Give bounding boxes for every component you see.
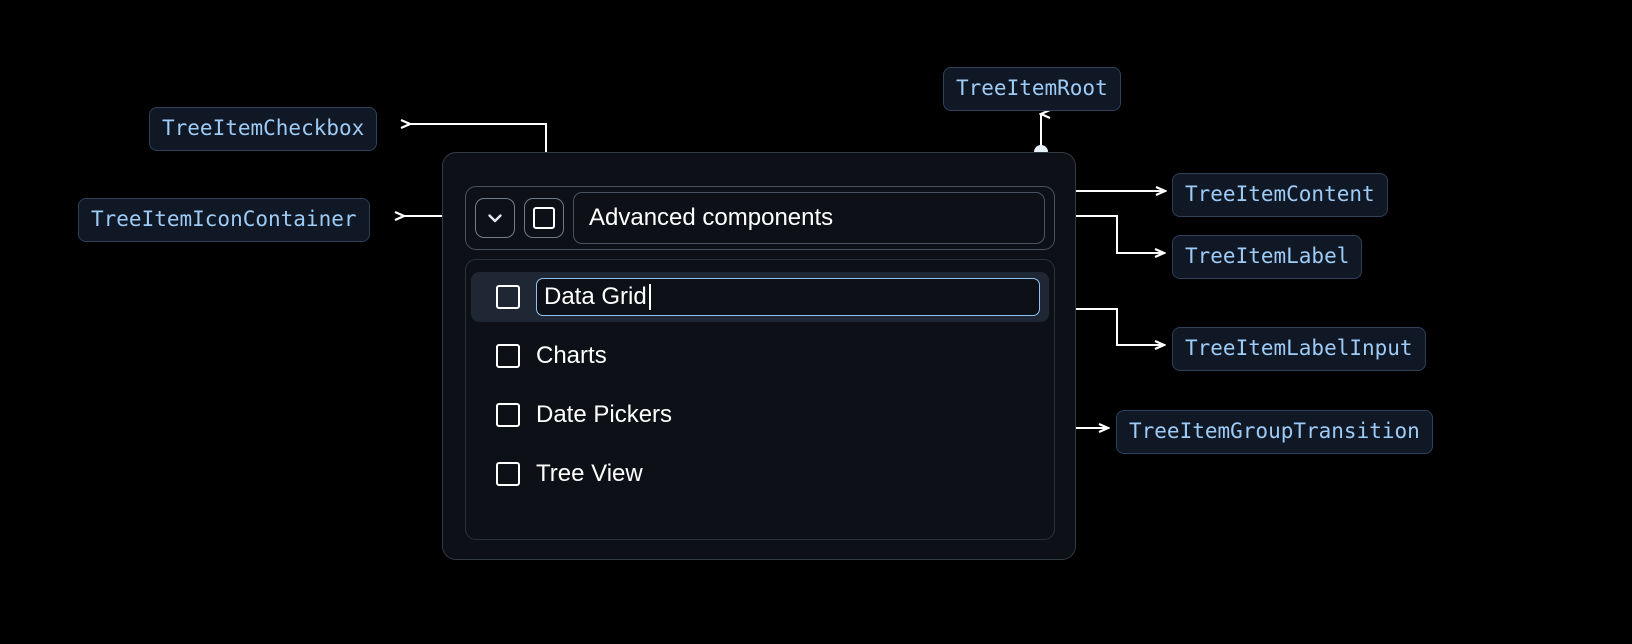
annotation-tree-item-label-input: TreeItemLabelInput (1172, 327, 1426, 371)
tree-row-charts[interactable]: Charts (466, 331, 1054, 381)
annotation-tree-item-content: TreeItemContent (1172, 173, 1388, 217)
tree-item-icon-container[interactable] (475, 198, 515, 238)
text-caret (648, 284, 651, 310)
annotation-tree-item-root: TreeItemRoot (943, 67, 1121, 111)
tree-item-root: Advanced components Data Grid Charts Dat… (442, 152, 1076, 560)
tree-item-label: Tree View (536, 460, 643, 487)
annotation-tree-item-group-transition: TreeItemGroupTransition (1116, 410, 1433, 454)
tree-item-group-transition: Data Grid Charts Date Pickers Tree View (465, 259, 1055, 540)
tree-item-label-text: Advanced components (589, 204, 834, 231)
annotation-tree-item-label: TreeItemLabel (1172, 235, 1363, 279)
checkbox-square-icon (533, 207, 555, 229)
label-input-value: Data Grid (544, 283, 647, 310)
tree-item-checkbox[interactable] (496, 462, 520, 486)
tree-row-date-pickers[interactable]: Date Pickers (466, 390, 1054, 440)
tree-item-checkbox[interactable] (524, 198, 564, 238)
tree-item-label: Charts (536, 342, 607, 369)
annotation-tree-item-icon-container: TreeItemIconContainer (78, 198, 370, 242)
tree-item-label: Date Pickers (536, 401, 673, 428)
tree-item-content[interactable]: Advanced components (465, 186, 1055, 250)
tree-item-checkbox[interactable] (496, 285, 520, 309)
annotation-tree-item-checkbox: TreeItemCheckbox (149, 107, 378, 151)
tree-row-tree-view[interactable]: Tree View (466, 449, 1054, 499)
tree-item-label-input[interactable]: Data Grid (536, 278, 1040, 316)
tree-row-data-grid[interactable]: Data Grid (471, 272, 1049, 322)
tree-item-checkbox[interactable] (496, 403, 520, 427)
tree-item-checkbox[interactable] (496, 344, 520, 368)
tree-item-label[interactable]: Advanced components (573, 192, 1045, 244)
chevron-down-icon (488, 214, 502, 223)
